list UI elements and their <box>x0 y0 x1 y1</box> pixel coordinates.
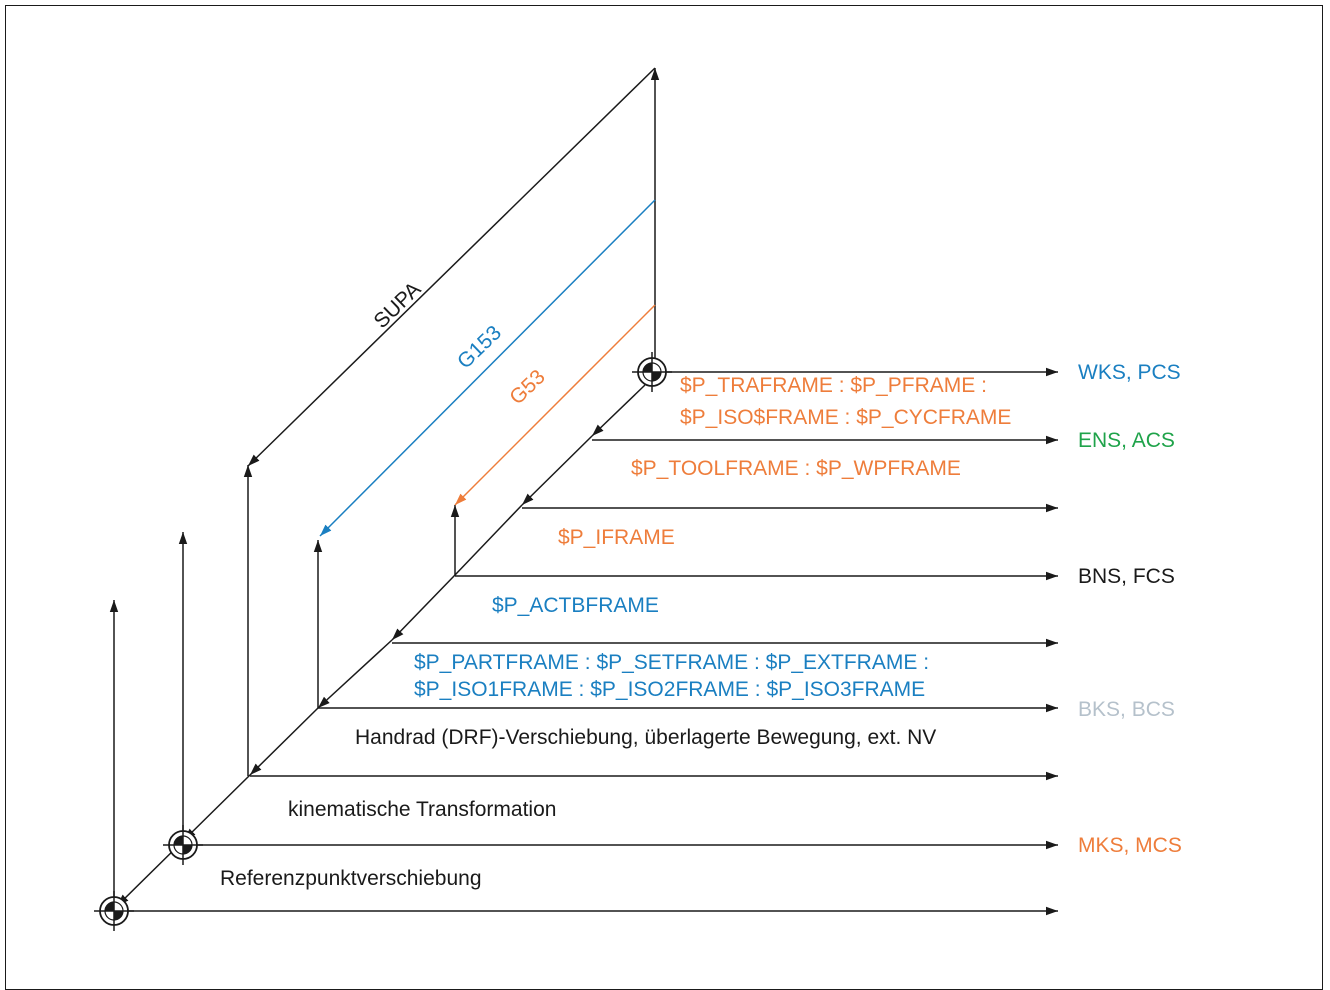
vertical-arrows <box>109 68 660 911</box>
g53-label: G53 <box>505 365 550 409</box>
offset-handrad: Handrad (DRF)-Verschiebung, überlagerte … <box>355 726 936 749</box>
label-bks: BKS, BCS <box>1078 698 1175 721</box>
label-mks: MKS, MCS <box>1078 834 1182 857</box>
frame-iframe: $P_IFRAME <box>558 526 675 549</box>
label-wks: WKS, PCS <box>1078 361 1181 384</box>
label-bns: BNS, FCS <box>1078 565 1175 588</box>
g153-arrow <box>319 199 656 537</box>
label-ens: ENS, ACS <box>1078 429 1175 452</box>
supa-arrow <box>247 67 656 467</box>
frame-traframe-line2: $P_ISO$FRAME : $P_CYCFRAME <box>680 406 1011 429</box>
frame-actbframe: $P_ACTBFRAME <box>492 594 659 617</box>
offset-kinematic: kinematische Transformation <box>288 798 556 821</box>
g53-arrow <box>454 304 656 506</box>
frame-traframe-line1: $P_TRAFRAME : $P_PFRAME : <box>680 374 987 397</box>
frame-partframe-line1: $P_PARTFRAME : $P_SETFRAME : $P_EXTFRAME… <box>414 651 929 674</box>
supa-label: SUPA <box>369 278 425 333</box>
origin-marker-icon <box>632 352 672 392</box>
origin-marker-icon <box>94 891 134 931</box>
horizontal-axes <box>117 367 1058 916</box>
frame-partframe-line2: $P_ISO1FRAME : $P_ISO2FRAME : $P_ISO3FRA… <box>414 678 925 701</box>
g153-label: G153 <box>453 321 506 373</box>
frame-toolframe: $P_TOOLFRAME : $P_WPFRAME <box>631 457 961 480</box>
origin-marker-icon <box>163 825 203 865</box>
diagonal-chain <box>116 384 646 907</box>
offset-reference: Referenzpunktverschiebung <box>220 867 482 890</box>
